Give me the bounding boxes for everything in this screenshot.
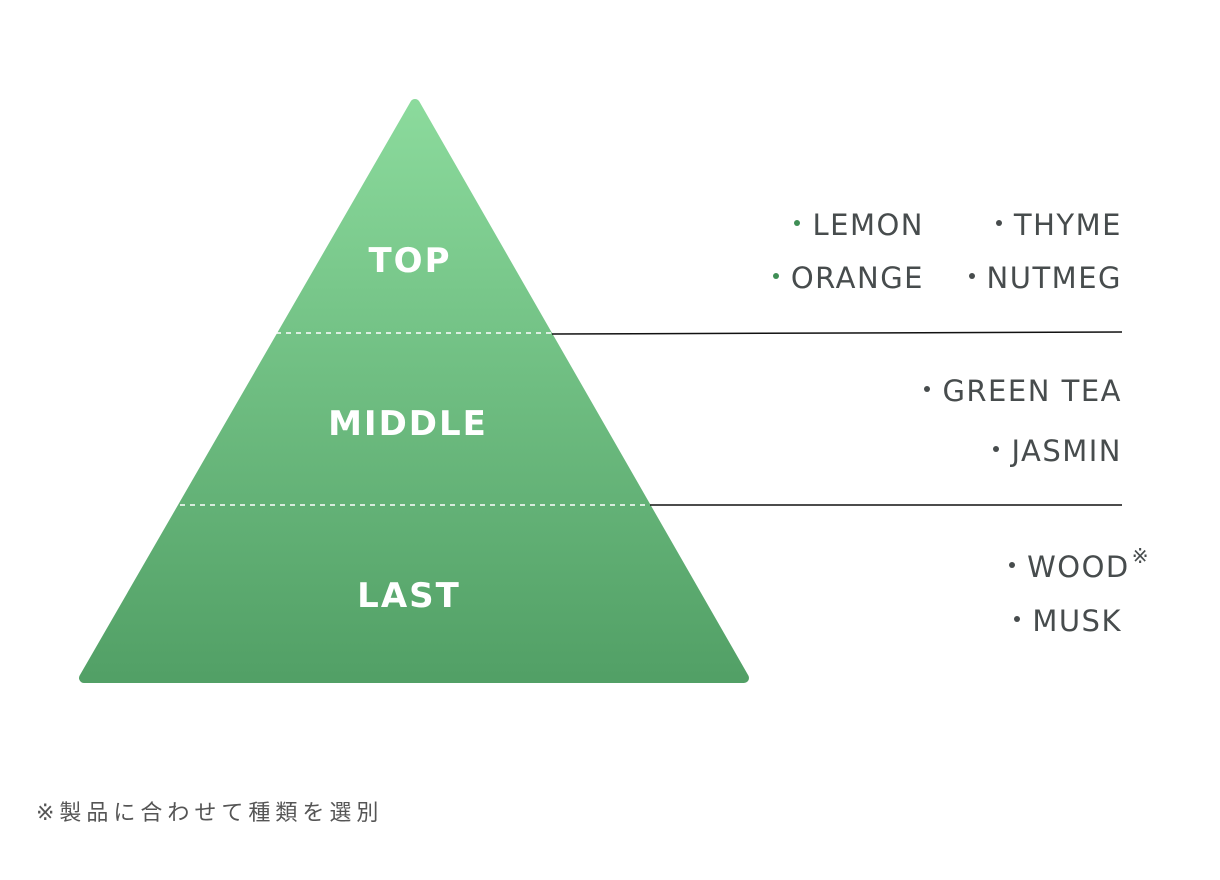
bullet-icon (772, 273, 779, 279)
tier-label-top: TOP (368, 241, 452, 281)
note-text: JASMIN (1011, 434, 1122, 468)
footnote: ※製品に合わせて種類を選別 (36, 801, 384, 826)
note-text: LEMON (812, 208, 924, 242)
tier-label-last: LAST (357, 576, 461, 616)
bullet-icon (1009, 562, 1016, 568)
bullet-icon (968, 273, 975, 279)
bullet-icon (995, 220, 1002, 226)
note-text: NUTMEG (986, 261, 1122, 295)
bullet-icon (1014, 616, 1021, 622)
note-jasmin: JASMIN (993, 434, 1122, 468)
bullet-icon (794, 220, 801, 226)
note-nutmeg: NUTMEG (968, 261, 1122, 295)
note-text: WOOD (1027, 550, 1130, 584)
note-lemon: LEMON (794, 208, 924, 242)
note-thyme: THYME (995, 208, 1122, 242)
note-wood: WOOD※ (1009, 544, 1150, 584)
footnote-mark: ※ (1131, 544, 1150, 568)
tier-label-middle: MIDDLE (328, 404, 488, 444)
bullet-icon (924, 386, 931, 392)
note-text: GREEN TEA (942, 374, 1122, 408)
bullet-icon (993, 446, 1000, 452)
note-musk: MUSK (1014, 604, 1122, 638)
note-text: THYME (1013, 208, 1122, 242)
note-orange: ORANGE (772, 261, 924, 295)
note-text: MUSK (1032, 604, 1122, 638)
pyramid-triangle (79, 99, 749, 683)
divider-top-line (551, 331, 1123, 335)
note-text: ORANGE (790, 261, 924, 295)
note-green-tea: GREEN TEA (924, 374, 1122, 408)
